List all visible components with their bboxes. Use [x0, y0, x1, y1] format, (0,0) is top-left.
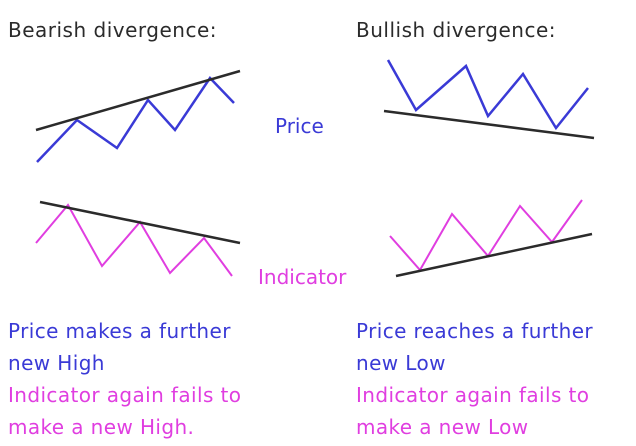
bullish-price-trendline — [383, 109, 595, 140]
bearish-indicator-text-1: Indicator again fails to — [8, 383, 242, 407]
bearish-indicator-line — [35, 203, 233, 277]
bearish-price-line — [36, 76, 235, 163]
bullish-indicator-line — [389, 199, 583, 272]
bullish-price-line — [386, 59, 589, 131]
bullish-price-text-1: Price reaches a further — [356, 319, 594, 343]
price-label: Price — [275, 114, 324, 138]
bullish-heading: Bullish divergence: — [356, 18, 556, 42]
indicator-label: Indicator — [258, 265, 347, 289]
bearish-price-text-1: Price makes a further — [8, 319, 231, 343]
bearish-indicator-trendline — [39, 200, 241, 245]
bullish-indicator-text-1: Indicator again fails to — [356, 383, 590, 407]
bearish-heading: Bearish divergence: — [8, 18, 217, 42]
bearish-price-trendline — [35, 69, 241, 132]
bullish-price-text-2: new Low — [356, 351, 446, 375]
bearish-price-text-2: new High — [8, 351, 105, 375]
bullish-indicator-text-2: make a new Low — [356, 415, 529, 439]
bearish-indicator-text-2: make a new High. — [8, 415, 195, 439]
bullish-indicator-trendline — [395, 232, 593, 278]
